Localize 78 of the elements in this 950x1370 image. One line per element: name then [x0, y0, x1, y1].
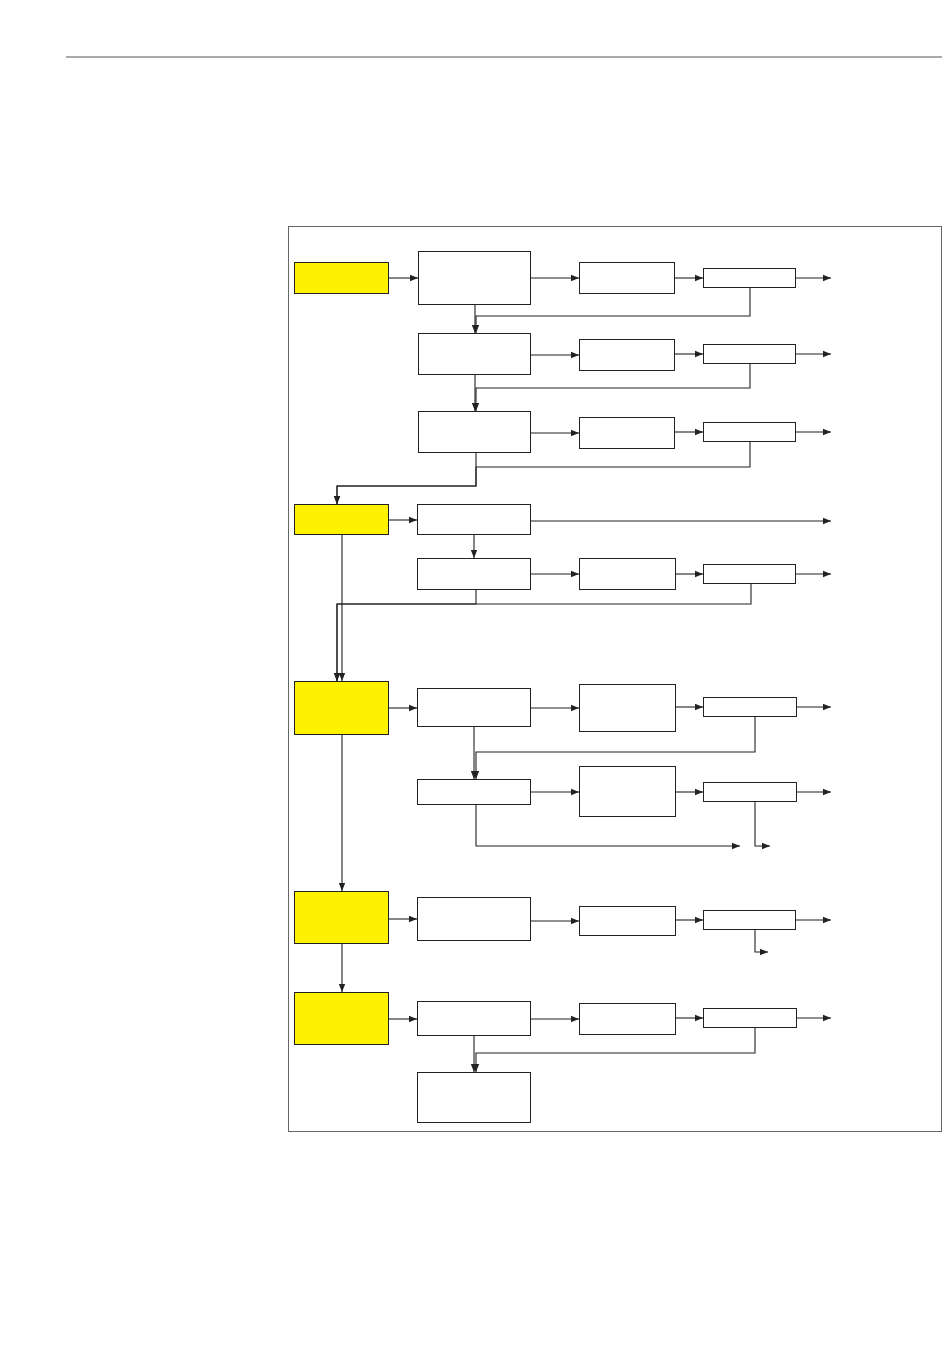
arrow: [530, 429, 580, 437]
arrow: [472, 363, 751, 412]
process-box: [703, 422, 796, 442]
stage-box: [294, 504, 389, 535]
arrow: [754, 929, 769, 956]
arrow: [795, 350, 832, 358]
process-box: [703, 344, 796, 364]
arrow: [338, 943, 346, 993]
process-box: [579, 1003, 676, 1035]
process-box: [703, 1008, 797, 1028]
process-box: [417, 688, 531, 727]
arrow: [338, 534, 346, 682]
arrow: [472, 716, 756, 780]
arrow: [754, 801, 771, 850]
arrow: [675, 1014, 704, 1022]
arrow: [530, 1015, 580, 1023]
arrow: [796, 788, 832, 796]
process-box: [579, 766, 676, 817]
arrow: [795, 428, 832, 436]
arrow: [530, 917, 580, 925]
process-box: [703, 782, 797, 802]
arrow: [470, 534, 478, 559]
stage-box: [294, 262, 389, 294]
arrow: [333, 441, 751, 505]
arrow: [674, 350, 704, 358]
arrow: [333, 583, 752, 682]
arrow: [674, 274, 704, 282]
arrow: [471, 374, 479, 412]
arrow: [530, 788, 580, 796]
arrow: [795, 570, 832, 578]
process-box: [418, 411, 531, 453]
process-box: [417, 1072, 531, 1123]
process-box: [579, 339, 675, 371]
arrow: [530, 274, 580, 282]
process-box: [703, 564, 796, 584]
process-box: [418, 251, 531, 305]
arrow: [675, 788, 704, 796]
arrow: [471, 304, 479, 334]
arrow: [675, 916, 704, 924]
process-box: [703, 268, 796, 288]
arrow: [388, 274, 419, 282]
arrow: [675, 570, 704, 578]
arrow: [795, 274, 832, 282]
process-box: [417, 779, 531, 805]
stage-box: [294, 891, 389, 944]
arrow: [388, 516, 418, 524]
process-box: [417, 1001, 531, 1036]
process-box: [703, 910, 796, 930]
process-box: [417, 897, 531, 941]
arrow: [530, 351, 580, 359]
process-box: [579, 906, 676, 936]
arrow: [388, 704, 418, 712]
stage-box: [294, 992, 389, 1045]
arrow: [338, 734, 346, 892]
arrow: [674, 428, 704, 436]
process-box: [579, 558, 676, 590]
arrow: [475, 804, 741, 850]
arrow: [675, 703, 704, 711]
process-box: [579, 417, 675, 449]
arrow: [470, 1035, 478, 1073]
process-box: [579, 684, 676, 732]
arrow: [472, 1027, 756, 1073]
arrow: [795, 916, 832, 924]
process-box: [417, 504, 531, 535]
process-box: [417, 558, 531, 590]
arrow: [796, 1014, 832, 1022]
arrow: [530, 704, 580, 712]
process-box: [703, 697, 797, 717]
arrow: [388, 915, 418, 923]
stage-box: [294, 681, 389, 735]
arrow: [530, 517, 832, 525]
arrow: [530, 570, 580, 578]
arrow: [388, 1015, 418, 1023]
process-box: [418, 333, 531, 375]
arrow: [796, 703, 832, 711]
process-box: [579, 262, 675, 294]
arrow: [470, 726, 478, 780]
arrow: [472, 287, 751, 334]
